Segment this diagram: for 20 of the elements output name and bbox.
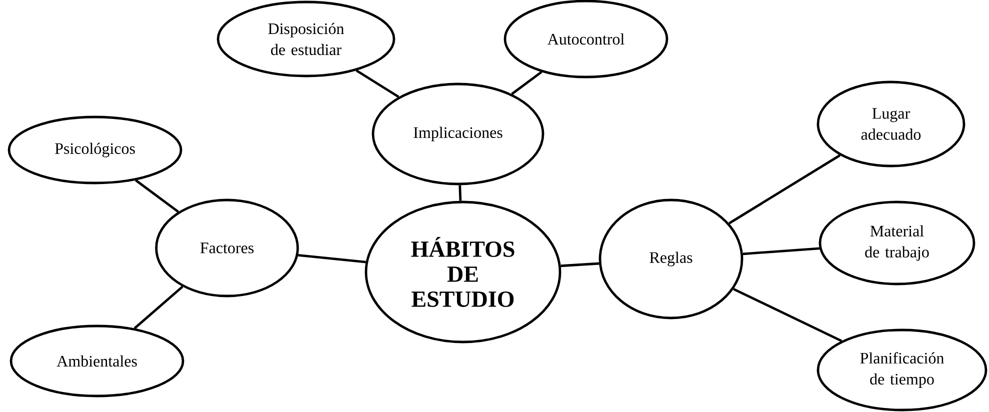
- connector-line: [298, 254, 366, 264]
- ellipse-node: Lugar adecuado: [816, 80, 966, 168]
- ellipse-node: Material de trabajo: [818, 200, 976, 286]
- connector-line: [356, 69, 400, 98]
- connector-line: [511, 71, 542, 95]
- ellipse-node: HÁBITOS DE ESTUDIO: [364, 200, 562, 344]
- ellipse-node: Disposición de estudiar: [216, 0, 396, 78]
- ellipse-node: Reglas: [598, 198, 744, 320]
- connector-line: [742, 247, 820, 256]
- connector-line: [458, 185, 462, 201]
- connector-line: [560, 262, 600, 268]
- connector-line: [728, 154, 841, 224]
- ellipse-node: Implicaciones: [372, 82, 544, 186]
- ellipse-node: Ambientales: [10, 324, 184, 398]
- ellipse-node: Planificación de tiempo: [816, 328, 988, 412]
- connector-line: [135, 179, 179, 213]
- connector-line: [134, 286, 184, 330]
- ellipse-node: Factores: [155, 198, 299, 298]
- connector-line: [733, 288, 842, 342]
- ellipse-node: Psicológicos: [8, 116, 182, 184]
